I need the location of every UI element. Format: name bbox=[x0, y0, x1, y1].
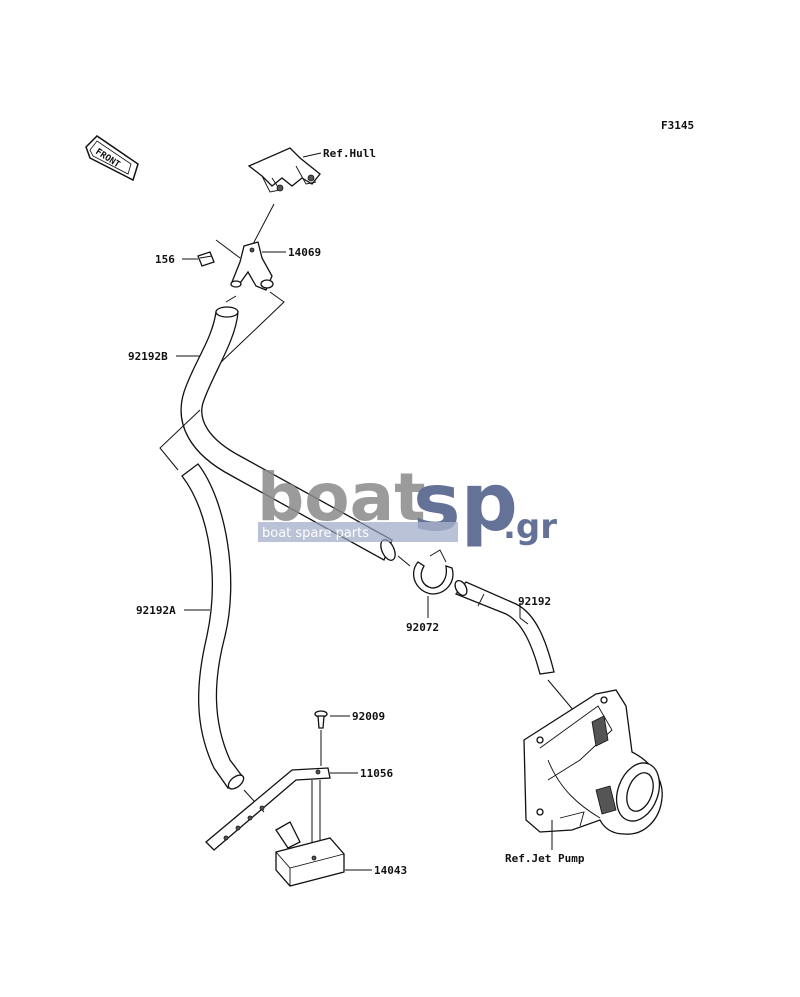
screw-92009-part bbox=[314, 710, 328, 729]
label-156: 156 bbox=[155, 253, 175, 266]
label-92009: 92009 bbox=[352, 710, 385, 723]
fitting-14069-part bbox=[230, 241, 274, 291]
label-11056: 11056 bbox=[360, 767, 393, 780]
watermark-tagline: boat spare parts bbox=[262, 526, 369, 541]
label-92192b: 92192B bbox=[128, 350, 168, 363]
screw-156-part bbox=[197, 251, 215, 267]
ref-hull-label: Ref.Hull bbox=[323, 147, 376, 160]
hose-92192-part bbox=[454, 579, 555, 675]
jet-pump-part bbox=[523, 689, 663, 835]
label-14043: 14043 bbox=[374, 864, 407, 877]
watermark-brand-tld: .gr bbox=[503, 507, 557, 547]
hull-bracket-part bbox=[247, 147, 321, 193]
ref-jet-pump-label: Ref.Jet Pump bbox=[505, 852, 585, 865]
label-92192a: 92192A bbox=[136, 604, 176, 617]
figure-code: F3145 bbox=[661, 119, 694, 132]
filter-14043-part bbox=[275, 821, 345, 887]
clamp-92072-part bbox=[413, 549, 454, 595]
label-14069: 14069 bbox=[288, 246, 321, 259]
hose-92192a-part bbox=[181, 463, 245, 790]
label-92192: 92192 bbox=[518, 595, 551, 608]
watermark: boat sp .gr boat spare parts bbox=[257, 456, 557, 549]
bracket-11056-part bbox=[205, 767, 331, 851]
label-92072: 92072 bbox=[406, 621, 439, 634]
front-arrow-icon: FRONT bbox=[85, 135, 139, 182]
